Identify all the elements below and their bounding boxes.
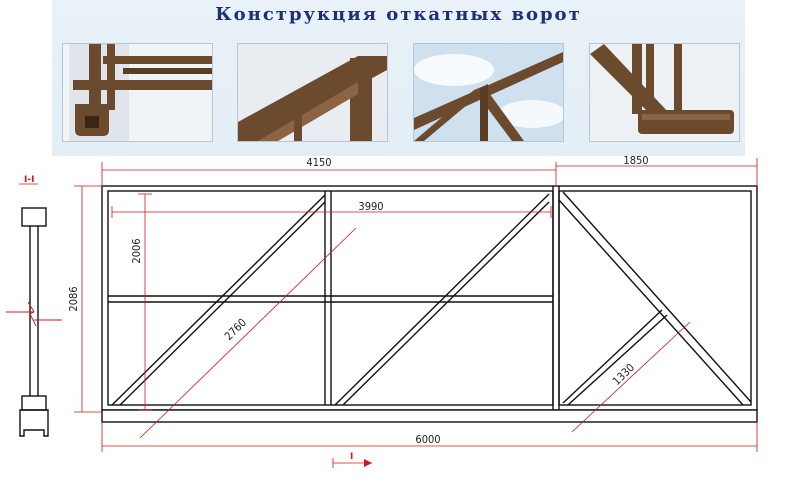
photo-frame-bottom-beam [589,43,740,142]
section-label-bottom: I [350,452,353,462]
dim-tail-width: 1850 [623,154,648,167]
dim-diagonal-long: 2760 [222,316,249,343]
photo-guide-rail-profile [62,43,213,142]
dim-frame-width: 4150 [306,156,331,169]
dimension-labels: 4150 1850 3990 6000 2086 2006 2760 1330 [67,154,649,446]
photo-frame-corner [237,43,388,142]
page-title: Конструкция откатных ворот [215,4,582,25]
gate-frame [101,185,758,423]
dim-inner-width: 3990 [358,200,383,213]
dimension-lines [74,158,758,468]
cross-section-profile: I-I I [6,175,353,462]
photo-diagonal-braces [413,43,564,142]
dim-frame-height: 2086 [67,286,80,311]
dim-inner-height: 2006 [130,238,143,263]
section-label-top: I-I [24,175,34,185]
dim-total-width: 6000 [415,433,440,446]
